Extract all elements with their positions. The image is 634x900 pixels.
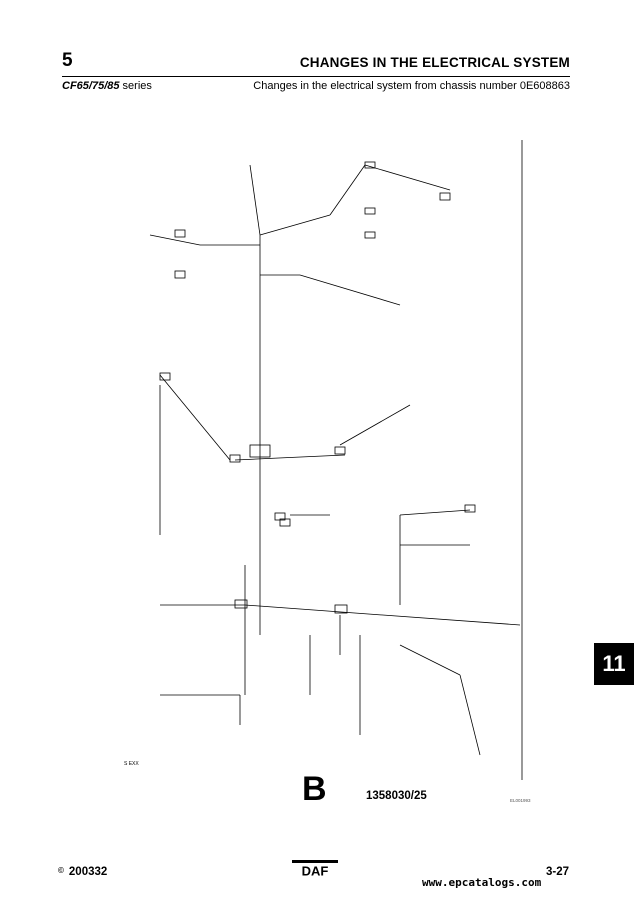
page-number: 3-27 bbox=[545, 866, 569, 878]
figure-code: EL001993 bbox=[510, 798, 531, 803]
chapter-title: CHANGES IN THE ELECTRICAL SYSTEM bbox=[299, 55, 570, 70]
series-label: CF65/75/85 series bbox=[62, 80, 152, 92]
watermark-text: www.epcatalogs.com bbox=[422, 876, 542, 889]
wiring-diagram: S EXX bbox=[124, 140, 523, 780]
footer-code-block: © 200332 bbox=[58, 866, 107, 878]
svg-text:DAF: DAF bbox=[302, 864, 329, 879]
copyright-symbol: © bbox=[58, 866, 64, 875]
chapter-number: 5 bbox=[62, 50, 73, 71]
page-subtitle: Changes in the electrical system from ch… bbox=[253, 80, 570, 92]
footer-code: 200332 bbox=[68, 866, 108, 878]
series-suffix: series bbox=[119, 80, 152, 92]
series-models: CF65/75/85 bbox=[62, 80, 120, 92]
daf-logo: DAF bbox=[292, 860, 338, 878]
header-rule bbox=[62, 76, 570, 77]
section-tab: 11 bbox=[594, 643, 634, 685]
svg-text:S EXX: S EXX bbox=[124, 761, 139, 767]
figure-number: 1358030/25 bbox=[366, 790, 427, 802]
figure-letter: B bbox=[302, 770, 327, 808]
